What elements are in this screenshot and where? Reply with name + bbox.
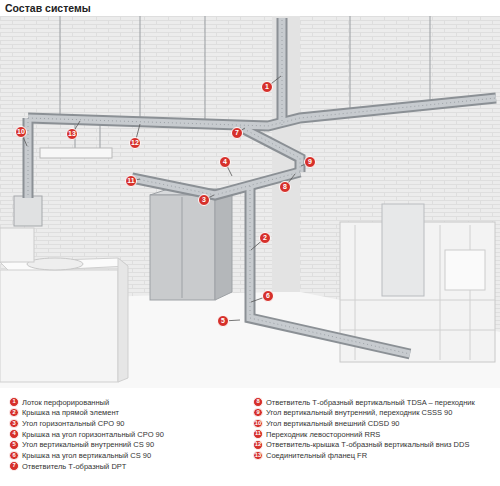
- legend-entry: Соединительный фланец FR: [266, 451, 367, 460]
- machine-unit: [445, 250, 485, 290]
- callout-number: 2: [9, 408, 19, 418]
- callout-number: 3: [198, 194, 210, 206]
- legend-entry: Ответвитель-крышка Т-образный вертикальн…: [266, 440, 469, 449]
- callout-number: 6: [9, 451, 19, 461]
- legend-entry: Ответвитель Т-образный DPT: [22, 462, 126, 471]
- cabinet-side: [215, 189, 232, 300]
- hanger-rod: [60, 16, 430, 148]
- legend-entry: Лоток перфорированный: [22, 398, 109, 407]
- callout-number: 5: [9, 440, 19, 450]
- legend-entry: Угол вертикальный внутренний CS 90: [22, 440, 154, 449]
- legend-entry: Угол горизонтальный CPO 90: [22, 419, 125, 428]
- legend-entry: Крышка на угол вертикальный CS 90: [22, 451, 151, 460]
- callout-number: 12: [253, 440, 263, 450]
- machine-side: [118, 258, 128, 382]
- callout-number: 11: [253, 429, 263, 439]
- callout-number: 6: [262, 290, 274, 302]
- callout-number: 13: [253, 451, 263, 461]
- legend-entry: Угол вертикальный внутренний, переходник…: [266, 408, 452, 417]
- callout-number: 9: [253, 408, 263, 418]
- callout-number: 12: [129, 137, 141, 149]
- back-wall: [0, 16, 272, 300]
- callout-number: 5: [217, 315, 229, 327]
- callout-number: 4: [9, 429, 19, 439]
- tray-perforation: [28, 18, 496, 354]
- cabinet-front: [150, 195, 215, 300]
- tray-main: [28, 98, 496, 126]
- callout-number: 10: [15, 126, 27, 138]
- legend-entry: Крышка на угол горизонтальный CPO 90: [22, 430, 164, 439]
- lamp: [40, 148, 112, 158]
- wall-box: [14, 196, 42, 226]
- machine-tank: [0, 228, 34, 262]
- callout-number: 1: [9, 397, 19, 407]
- machine-basin: [27, 258, 83, 270]
- room-ground: [0, 16, 500, 388]
- tray-branch: [240, 127, 300, 172]
- tray-floor-run: [250, 186, 410, 354]
- legend-entry: Угол вертикальный внешний CDSD 90: [266, 419, 399, 428]
- tray-cabinet-run: [132, 172, 300, 195]
- tray-cabinet-run: [132, 172, 300, 195]
- page-title: Состав системы: [5, 2, 91, 14]
- callout-number: 7: [231, 127, 243, 139]
- tray-main: [28, 98, 496, 126]
- callout-number: 13: [66, 128, 78, 140]
- callout-number: 8: [253, 397, 263, 407]
- tray-floor-run: [250, 186, 410, 354]
- leader-lines: [21, 76, 310, 321]
- right-wall: [300, 16, 500, 332]
- callout-number: 10: [253, 419, 263, 429]
- callout-number: 8: [279, 181, 291, 193]
- callout-number: 11: [125, 175, 137, 187]
- cabinet-door: [182, 197, 183, 298]
- callout-number: 4: [219, 156, 231, 168]
- legend-entry: Ответвитель Т-образный вертикальный TDSA…: [266, 398, 475, 407]
- control-cabinet: [382, 204, 424, 296]
- callout-number: 7: [9, 461, 19, 471]
- callout-number: 1: [261, 81, 273, 93]
- callout-number: 9: [304, 156, 316, 168]
- tray-outline: [28, 18, 496, 354]
- tray-surface: [28, 18, 496, 354]
- legend-entry: Крышка на прямой элемент: [22, 408, 119, 417]
- perforation-row: [28, 18, 496, 354]
- machine-body: [0, 270, 118, 382]
- tray-branch: [240, 127, 300, 172]
- callout-number: 2: [259, 232, 271, 244]
- legend-entry: Переходник левосторонний RRS: [266, 430, 380, 439]
- callout-number: 3: [9, 419, 19, 429]
